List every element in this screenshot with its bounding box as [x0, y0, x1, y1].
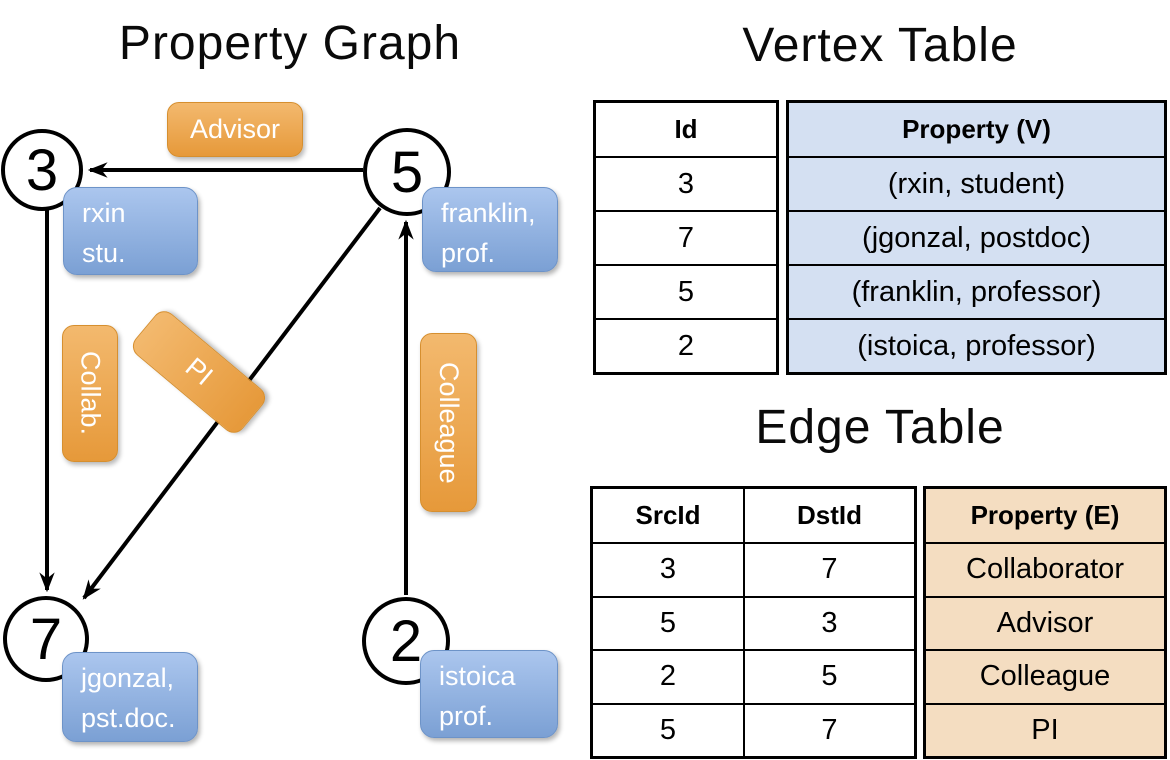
- vertex-table-property-cell: (franklin, professor): [789, 264, 1164, 318]
- vertex-property-box-jgonzal: jgonzal, pst.doc.: [62, 652, 198, 742]
- edge-table-header-srcid: SrcId: [593, 489, 745, 542]
- vertex-table-title: Vertex Table: [742, 19, 1018, 72]
- vertex-property-box-franklin: franklin, prof.: [422, 187, 558, 272]
- vertex-table-header-property: Property (V): [902, 114, 1051, 144]
- vertex-table-id-cell: 5: [596, 264, 776, 318]
- edge-table-property-cell: Colleague: [926, 649, 1164, 703]
- vertex-table-id-cell: 2: [596, 318, 776, 372]
- edge-table-property-cell: Advisor: [926, 595, 1164, 650]
- vertex-node-2-id: 2: [389, 608, 423, 674]
- edge-table-src-cell: 5: [593, 704, 745, 756]
- edge-table-row: 3 7: [593, 542, 914, 596]
- edge-table-src-cell: 5: [593, 597, 745, 649]
- edge-table-dst-cell: 7: [821, 713, 838, 746]
- edge-table-property-cell: PI: [926, 702, 1164, 757]
- vertex-table-property-cell: (rxin, student): [789, 156, 1164, 210]
- edge-table-header-property: Property (E): [970, 500, 1120, 530]
- vertex-node-3-id: 3: [25, 137, 59, 203]
- edge-table-header-row: SrcId DstId: [593, 489, 914, 542]
- edge-table-title: Edge Table: [755, 401, 1005, 454]
- vertex-property-box-rxin: rxin stu.: [63, 187, 198, 275]
- edge-table-property-cell: Collaborator: [926, 542, 1164, 596]
- vertex-table-property-column: Property (V) (rxin, student) (jgonzal, p…: [786, 100, 1167, 375]
- edge-table-row: 5 3: [593, 595, 914, 649]
- edge-table-src-cell: 2: [593, 651, 745, 703]
- vertex-table-id-cell: 7: [596, 210, 776, 264]
- vertex-node-5-id: 5: [390, 139, 424, 205]
- vertex-node-5: 5: [363, 128, 451, 216]
- edge-table-dst-cell: 3: [821, 606, 838, 639]
- edge-table-src-cell: 3: [593, 544, 745, 596]
- vertex-table-id-column: Id 3 7 5 2: [593, 100, 779, 375]
- edge-table-row: 5 7: [593, 702, 914, 756]
- property-graph-title: Property Graph: [118, 17, 462, 70]
- vertex-node-2: 2: [362, 597, 450, 685]
- vertex-node-7-id: 7: [29, 606, 63, 672]
- edge-label-advisor: Advisor: [167, 102, 303, 157]
- edge-table-id-columns: SrcId DstId 3 7 5 3 2 5 5 7: [590, 486, 917, 759]
- vertex-table-id-cell: 3: [596, 156, 776, 210]
- edge-table-dst-cell: 7: [821, 553, 838, 586]
- edge-label-colleague: Colleague: [420, 333, 477, 512]
- edge-table-property-column: Property (E) Collaborator Advisor Collea…: [923, 486, 1167, 759]
- edge-table-header-dstid: DstId: [797, 500, 862, 530]
- edge-table-row: 2 5: [593, 649, 914, 703]
- vertex-table-property-cell: (istoica, professor): [789, 318, 1164, 372]
- edge-label-collab: Collab.: [62, 325, 118, 462]
- edge-table-dst-cell: 5: [821, 660, 838, 693]
- vertex-table-property-cell: (jgonzal, postdoc): [789, 210, 1164, 264]
- vertex-table-header-id: Id: [674, 114, 698, 144]
- vertex-property-box-istoica: istoica prof.: [420, 650, 558, 738]
